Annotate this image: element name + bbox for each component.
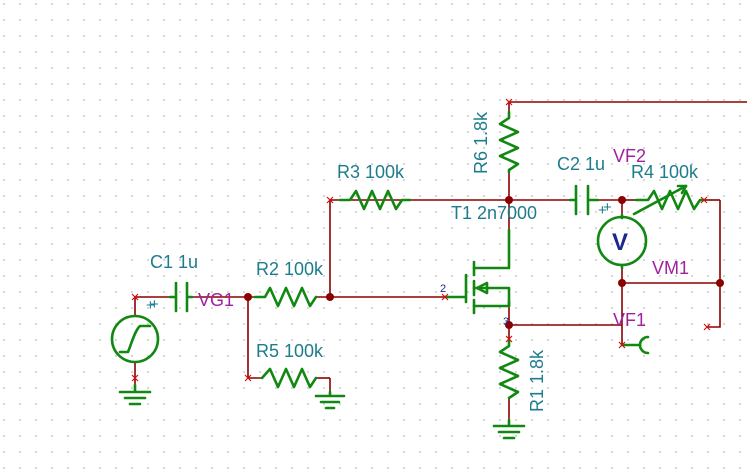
pin-markers [131,98,711,382]
capacitor-c2[interactable]: + [568,184,607,219]
pin-label-source: 3 [503,316,509,328]
mosfet-t1[interactable] [443,228,511,315]
source-polarity: + [146,297,155,314]
meter-polarity: + [603,199,612,216]
ground-icon [314,390,346,410]
label-c2: C2 1u [557,154,605,174]
resistor-r1[interactable] [498,338,520,400]
voltmeter-icon[interactable]: V + [596,199,648,270]
probe-label-vg1: VG1 [198,290,234,310]
ground-icon [118,383,152,406]
probe-label-vf2: VF2 [613,146,646,166]
label-r5: R5 100k [256,341,324,361]
label-t1: T1 2n7000 [451,203,537,223]
pin-label-gate: 2 [440,283,446,295]
resistor-r6[interactable] [498,110,520,174]
label-r3: R3 100k [337,162,405,182]
label-r2: R2 100k [256,259,324,279]
c2-polarity: + [598,202,607,219]
probe-label-vm1: VM1 [652,258,689,278]
ground-icon [492,418,526,440]
label-c1: C1 1u [150,252,198,272]
resistor-r5[interactable] [260,367,318,389]
label-r6: R6 1.8k [471,111,491,174]
resistor-r2[interactable] [253,286,318,308]
resistor-r3[interactable] [338,189,412,211]
label-r1: R1 1.8k [527,349,547,412]
resistor-r4[interactable] [632,184,706,216]
capacitor-c1[interactable]: + [150,281,194,313]
probe-label-vf1: VF1 [613,310,646,330]
step-source-icon[interactable]: + [110,297,160,364]
junctions [244,196,724,329]
voltmeter-symbol: V [612,229,628,256]
probe-vf1-terminal[interactable] [620,335,650,355]
wires [134,101,747,420]
c1-polarity: + [150,296,159,313]
label-r4: R4 100k [631,162,699,182]
